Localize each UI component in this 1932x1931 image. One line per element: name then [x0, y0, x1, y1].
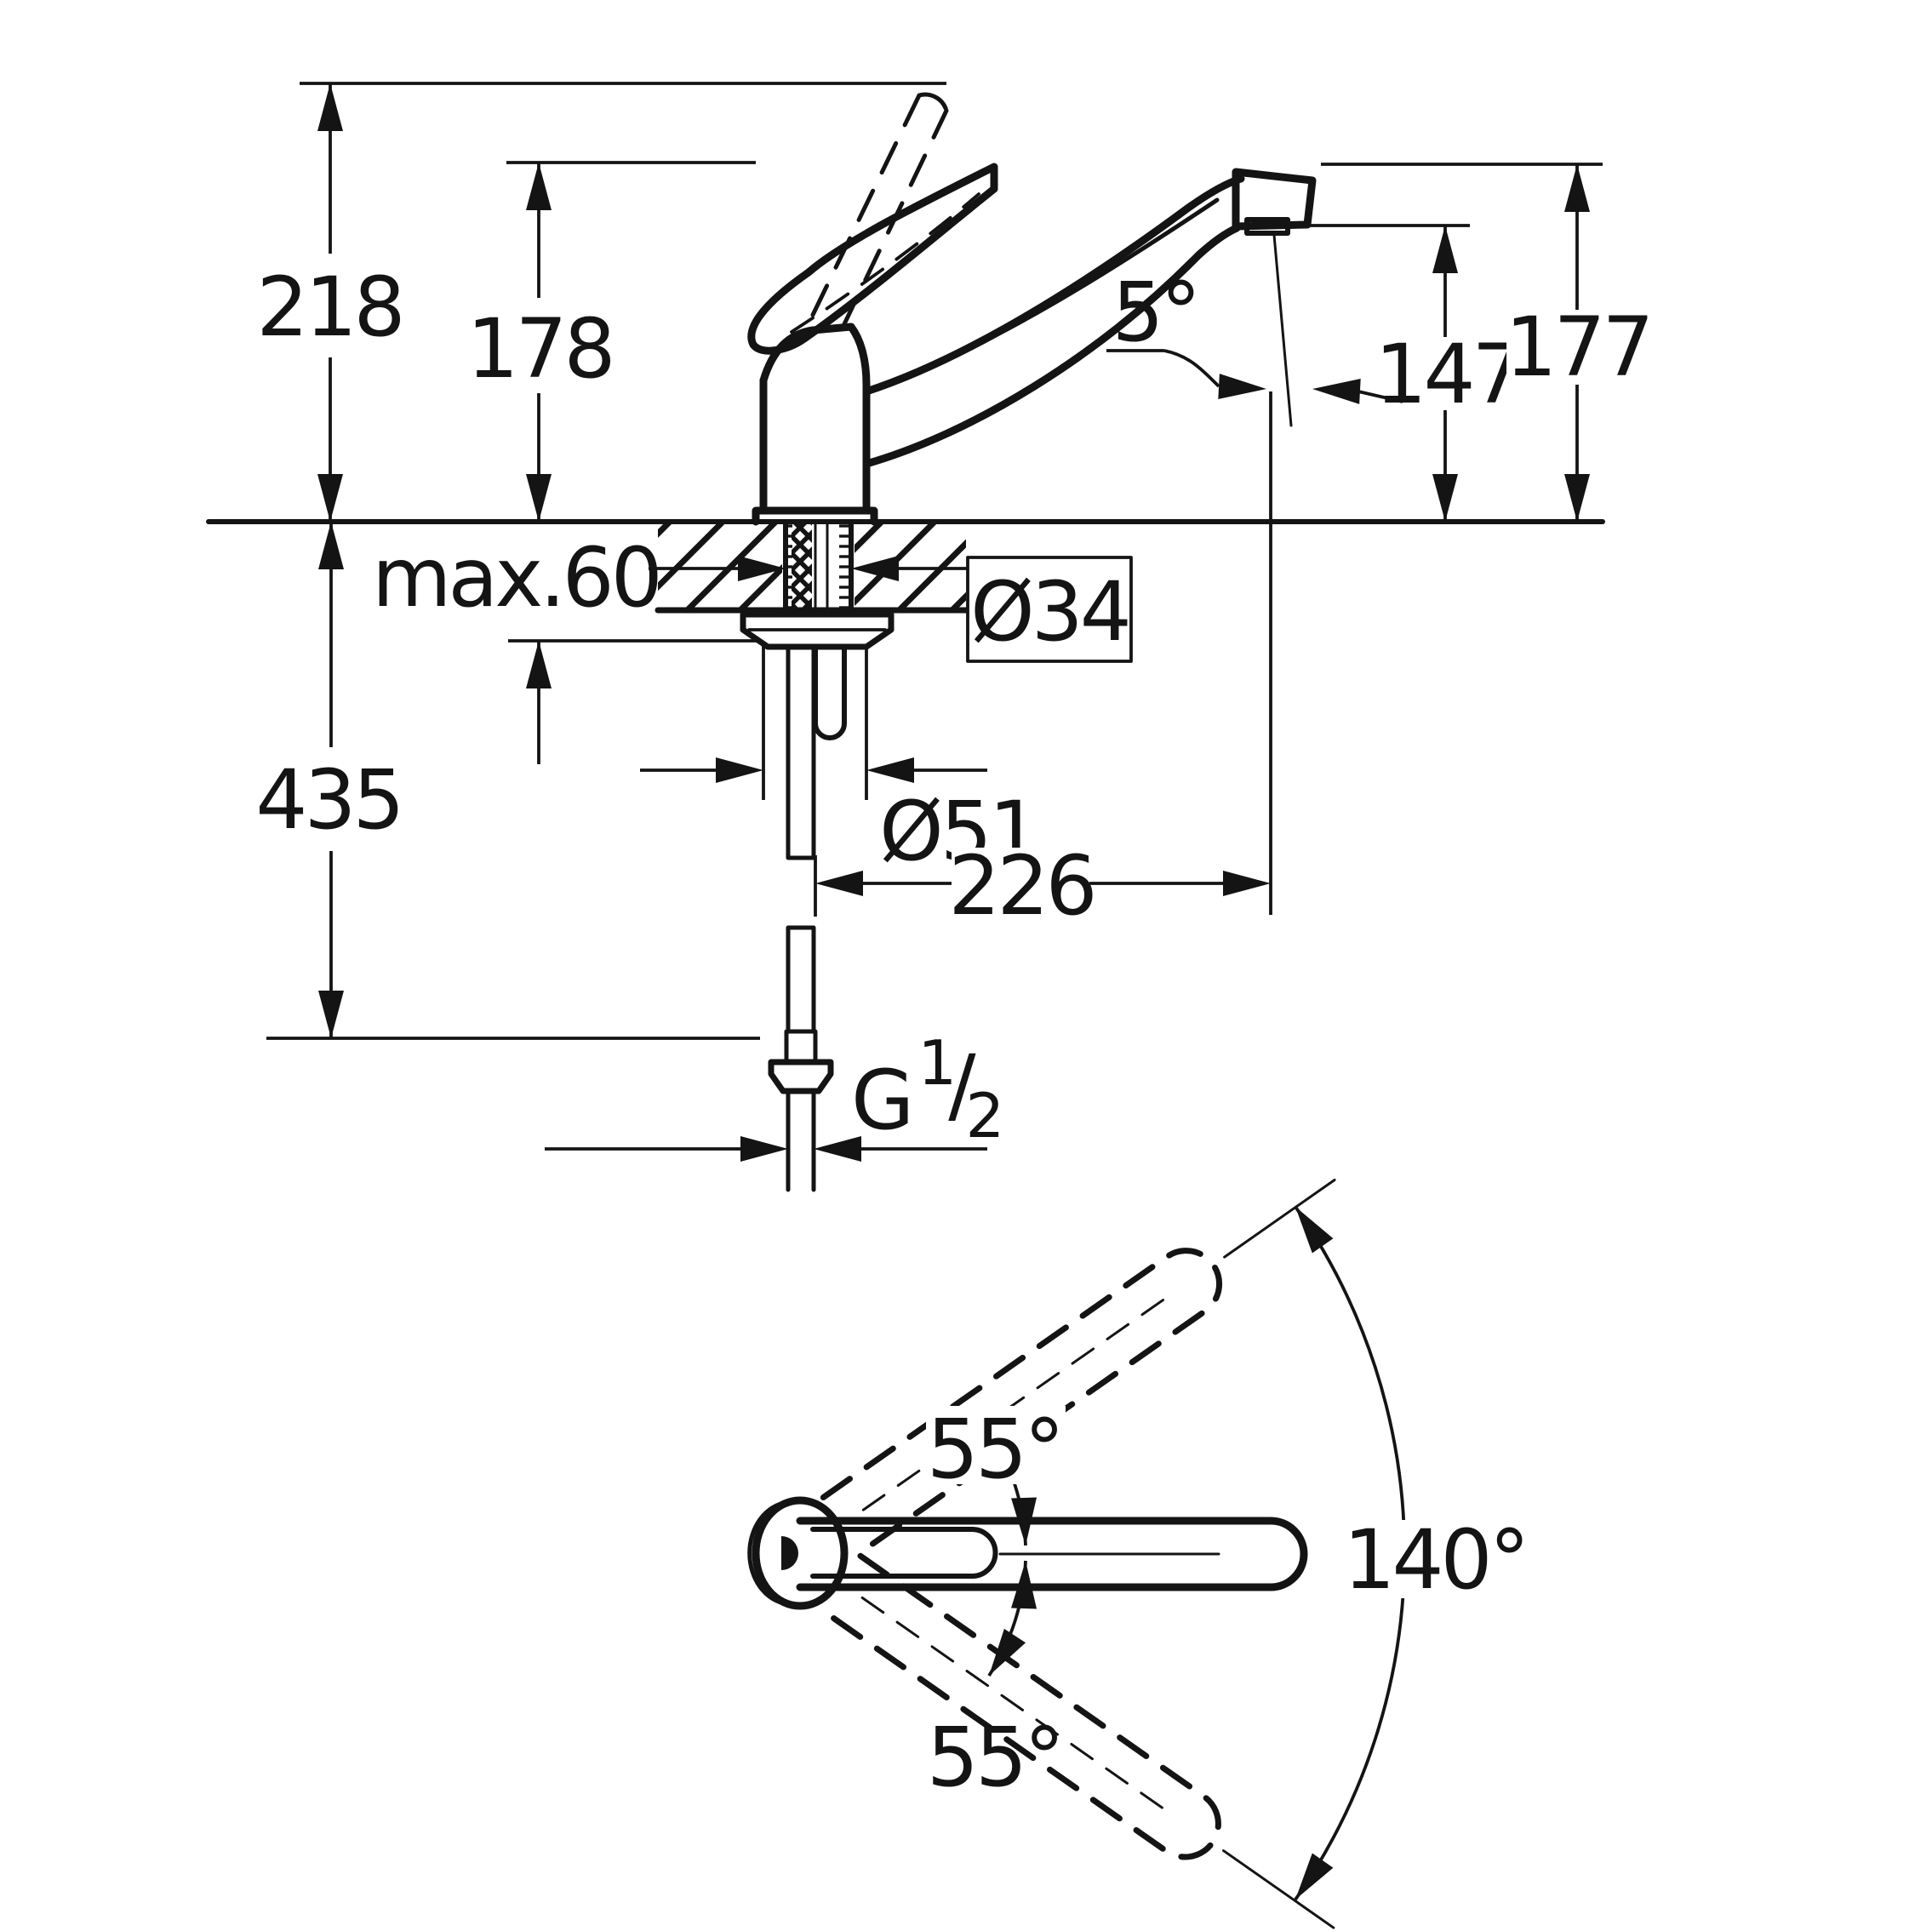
dim-178: 178	[466, 163, 616, 522]
body-circle-inner	[747, 1500, 794, 1607]
body-top-view	[747, 1496, 849, 1610]
faucet-outline	[747, 92, 1317, 526]
shank-thread-right	[839, 523, 851, 608]
side-view: 218 178 max.60 435	[206, 82, 1655, 1192]
dim-55-upper: 55°	[926, 1402, 1066, 1546]
handle-raised-dashed	[810, 92, 949, 330]
dim-label-5deg: 5°	[1112, 265, 1197, 360]
spout-position-upper-dashed	[820, 1178, 1336, 1555]
hose-in-shank	[792, 522, 812, 610]
hose-lower-segment	[786, 925, 816, 1034]
dim-dia34: Ø34	[649, 556, 1133, 663]
reference-lines	[266, 82, 1603, 1040]
spout-inner-outline	[810, 1527, 998, 1579]
dim-label-dia34: Ø34	[970, 564, 1129, 660]
lower-extension-line	[1221, 1849, 1335, 1929]
dia34-label-box	[966, 556, 1133, 663]
shank-thread-left	[786, 523, 792, 608]
handle-top-view	[781, 1536, 798, 1570]
hose-end-nut	[768, 1059, 834, 1094]
dim-label-55-lower: 55°	[927, 1710, 1061, 1805]
upper-extension-line	[1223, 1178, 1336, 1259]
dim-55-lower: 55°	[927, 1560, 1065, 1805]
dim-435: 435	[255, 522, 405, 1038]
hose-collar	[784, 1029, 818, 1065]
dim-label-55-upper: 55°	[927, 1402, 1061, 1497]
dim-label-226: 226	[948, 838, 1094, 934]
top-view: 55° 55° 140°	[747, 1178, 1547, 1929]
dim-label-177: 177	[1505, 300, 1650, 395]
spout-outer-outline	[796, 1517, 1308, 1591]
dim-218: 218	[256, 83, 406, 522]
supply-hose	[768, 644, 834, 1192]
dim-label-435: 435	[255, 752, 401, 848]
dim-label-140: 140°	[1343, 1512, 1526, 1608]
dim-label-147: 147	[1375, 327, 1520, 422]
spout-top-view	[796, 1517, 1308, 1591]
body-circle	[752, 1496, 849, 1610]
aerator	[1244, 217, 1290, 236]
water-stream-line	[1272, 233, 1293, 427]
dim-226: 226	[814, 391, 1272, 934]
spout-inner-line	[887, 197, 1220, 386]
dim-label-178: 178	[466, 301, 612, 397]
dim-max60: max.60	[372, 530, 663, 764]
hose-upper-segment	[786, 644, 816, 860]
dim-label-218: 218	[256, 260, 402, 355]
hose-stub	[813, 646, 847, 740]
dim-140: 140°	[1284, 1199, 1547, 1907]
handle-lever	[747, 163, 998, 355]
dim-147: 147	[1375, 226, 1524, 522]
dim-5deg: 5°	[1106, 265, 1403, 404]
base-plate	[752, 506, 878, 526]
spout-position-lower-dashed	[819, 1552, 1335, 1929]
dim-177: 177	[1505, 164, 1655, 522]
spout	[862, 168, 1317, 468]
dim-label-max60: max.60	[372, 530, 660, 626]
spout-bottom-edge	[862, 224, 1241, 468]
